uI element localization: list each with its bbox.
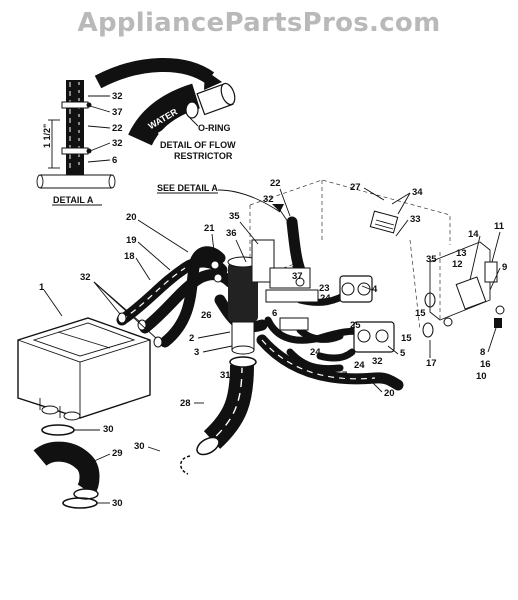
detail-a-hose xyxy=(66,80,84,170)
label-31: 31 xyxy=(220,370,231,381)
label-6: 6 xyxy=(272,308,277,319)
flow-caption-line1: DETAIL OF FLOW xyxy=(160,140,236,150)
label-28: 28 xyxy=(180,398,191,409)
label-24: 24 xyxy=(354,360,365,371)
label-32: 32 xyxy=(112,91,123,102)
label-10: 10 xyxy=(476,371,487,382)
label-21: 21 xyxy=(204,223,215,234)
o-ring-shape xyxy=(185,101,199,119)
label-32: 32 xyxy=(80,272,91,283)
label-25: 25 xyxy=(350,320,361,331)
detail-a-clamp-top xyxy=(61,101,89,109)
label-29: 29 xyxy=(112,448,123,459)
label-22: 22 xyxy=(270,178,281,189)
pump-assembly xyxy=(210,239,319,355)
label-9: 9 xyxy=(502,262,507,273)
label-17: 17 xyxy=(426,358,437,369)
tub-body xyxy=(17,317,151,419)
label-35: 35 xyxy=(229,211,240,222)
label-33: 33 xyxy=(410,214,421,225)
clamp-30-upper xyxy=(41,424,75,436)
label-36: 36 xyxy=(226,228,237,239)
elbow-29 xyxy=(33,441,100,496)
detail-a-dimension: 1 1/2" xyxy=(42,124,52,148)
tub-assembly xyxy=(17,312,163,421)
label-5: 5 xyxy=(400,348,406,359)
switch-bracket xyxy=(429,241,505,328)
label-15: 15 xyxy=(401,333,412,344)
clamp-30-lower xyxy=(62,497,98,509)
label-18: 18 xyxy=(124,251,135,262)
label-13: 13 xyxy=(456,248,467,259)
water-valves xyxy=(339,275,436,353)
clamp-30-loose xyxy=(180,455,191,475)
label-14: 14 xyxy=(468,229,479,240)
label-19: 19 xyxy=(126,235,137,246)
label-37: 37 xyxy=(112,107,123,118)
watermark-text: AppliancePartsPros.com xyxy=(77,8,441,38)
label-22: 22 xyxy=(112,123,123,134)
o-ring-label: O-RING xyxy=(198,123,231,133)
detail-a-clamp-bottom xyxy=(61,147,89,155)
label-35: 35 xyxy=(426,254,437,265)
label-32: 32 xyxy=(372,356,383,367)
see-detail-a-caption: SEE DETAIL A xyxy=(157,183,218,193)
label-2: 2 xyxy=(189,333,194,344)
pump-body xyxy=(228,262,258,322)
label-26: 26 xyxy=(201,310,212,321)
label-8: 8 xyxy=(480,347,485,358)
label-4: 4 xyxy=(372,284,378,295)
label-20: 20 xyxy=(384,388,395,399)
drain-elbow-parts xyxy=(33,424,191,509)
label-12: 12 xyxy=(452,259,463,270)
label-24: 24 xyxy=(320,293,331,304)
flow-caption-line2: RESTRICTOR xyxy=(174,151,233,161)
label-24: 24 xyxy=(310,347,321,358)
label-32: 32 xyxy=(292,260,303,271)
label-16: 16 xyxy=(480,359,491,370)
callouts: 1 32 18 19 20 21 35 36 22 32 32 37 23 24… xyxy=(39,178,507,509)
switch-14 xyxy=(455,276,487,310)
label-30: 30 xyxy=(134,441,145,452)
label-30: 30 xyxy=(112,498,123,509)
label-30: 30 xyxy=(103,424,114,435)
label-27: 27 xyxy=(350,182,361,193)
label-11: 11 xyxy=(494,221,505,232)
mounting-frame xyxy=(249,179,451,331)
label-34: 34 xyxy=(412,187,423,198)
label-15: 15 xyxy=(415,308,426,319)
label-20: 20 xyxy=(126,212,137,223)
label-32: 32 xyxy=(263,194,274,205)
label-37: 37 xyxy=(292,271,303,282)
label-1: 1 xyxy=(39,282,45,293)
label-3: 3 xyxy=(194,347,199,358)
label-7: 7 xyxy=(342,370,347,381)
detail-a-caption: DETAIL A xyxy=(53,195,94,205)
label-32: 32 xyxy=(112,138,123,149)
bracket-35 xyxy=(251,239,275,283)
label-6: 6 xyxy=(112,155,117,166)
label-23: 23 xyxy=(319,283,330,294)
detail-a-section: 1 1/2" DETAIL A 32 37 22 32 6 xyxy=(36,80,123,206)
